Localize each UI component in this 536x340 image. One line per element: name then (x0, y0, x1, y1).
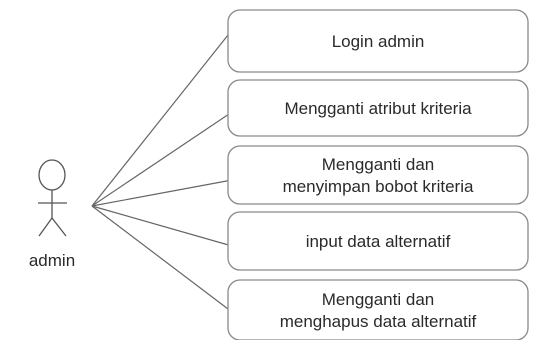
use-case: Mengganti dan menghapus data alternatif (227, 279, 529, 340)
actor-head (38, 159, 66, 191)
actor-label: admin (29, 251, 75, 270)
use-case-box (227, 79, 529, 137)
use-case-label: Mengganti dan (322, 155, 434, 174)
association-lines (91, 29, 233, 313)
association-line (91, 205, 233, 313)
use-case-label: Mengganti atribut kriteria (284, 99, 472, 118)
use-case-label: Mengganti dan (322, 290, 434, 309)
use-case: Login admin (227, 9, 529, 73)
use-case-label: Login admin (332, 32, 425, 51)
use-case-box (227, 9, 529, 73)
actor: admin (29, 159, 75, 270)
association-line (91, 205, 233, 247)
use-case-label: menyimpan bobot kriteria (283, 177, 474, 196)
association-line (91, 111, 233, 207)
association-line (91, 179, 233, 207)
use-case: Mengganti atribut kriteria (227, 79, 529, 137)
use-case: input data alternatif (227, 211, 529, 271)
use-case-label: input data alternatif (306, 232, 451, 251)
use-case-box (227, 211, 529, 271)
use-case-label: menghapus data alternatif (280, 312, 477, 331)
use-case: Mengganti dan menyimpan bobot kriteria (227, 145, 529, 205)
use-case-box (227, 145, 529, 205)
actor-left-leg (38, 217, 53, 237)
association-line (91, 29, 233, 207)
actor-right-leg (51, 217, 67, 237)
use-case-box (227, 279, 529, 340)
